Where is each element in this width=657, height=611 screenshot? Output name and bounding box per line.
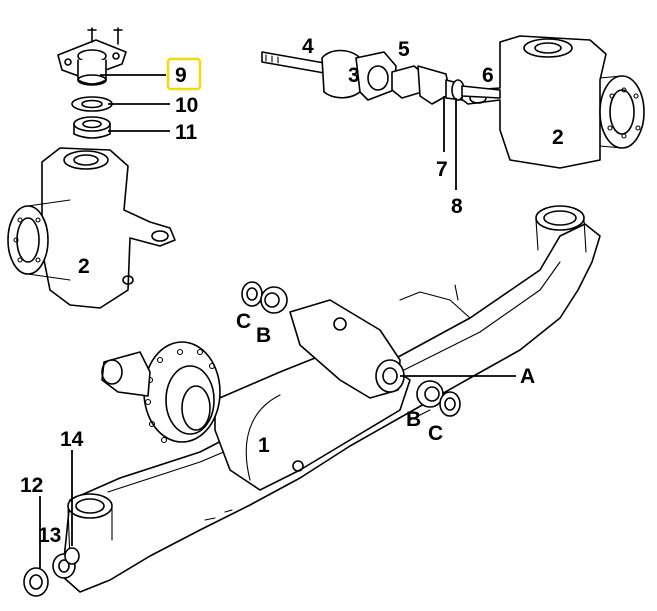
bushing-set-left	[241, 281, 288, 314]
pivot-cap	[57, 27, 127, 86]
drive-shaft-assembly	[261, 49, 501, 105]
label-6: 6	[482, 64, 494, 87]
label-1: 1	[258, 434, 270, 457]
steering-knuckle-right	[459, 35, 645, 169]
label-14: 14	[60, 428, 84, 451]
label-b-right: B	[406, 408, 421, 431]
steering-knuckle-left	[7, 147, 176, 309]
label-9: 9	[175, 64, 187, 87]
flange-bolt-holes	[144, 348, 216, 444]
leader-lines	[39, 74, 516, 568]
label-c-left: C	[236, 310, 251, 333]
part-labels: 9 10 11 4 5 3 6 7 8 2 2 1 A C B B C 14 1…	[20, 35, 564, 547]
pivot-bearing	[73, 116, 111, 139]
shim-washer	[71, 96, 113, 112]
label-2-left: 2	[78, 255, 90, 278]
label-c-right: C	[428, 422, 443, 445]
bushing-set-right	[416, 380, 461, 417]
end-seals	[23, 547, 80, 597]
label-a: A	[520, 365, 535, 388]
label-13: 13	[38, 524, 61, 547]
label-8: 8	[451, 195, 463, 218]
label-7: 7	[436, 158, 448, 181]
label-12: 12	[20, 474, 43, 497]
label-3: 3	[348, 64, 360, 87]
label-5: 5	[398, 38, 410, 61]
label-10: 10	[175, 94, 198, 117]
label-2-right: 2	[552, 126, 564, 149]
axle-housing	[61, 205, 601, 593]
highlight-box-part-9	[166, 57, 202, 91]
label-11: 11	[175, 121, 198, 144]
label-4: 4	[302, 35, 314, 58]
label-b-left: B	[256, 324, 271, 347]
